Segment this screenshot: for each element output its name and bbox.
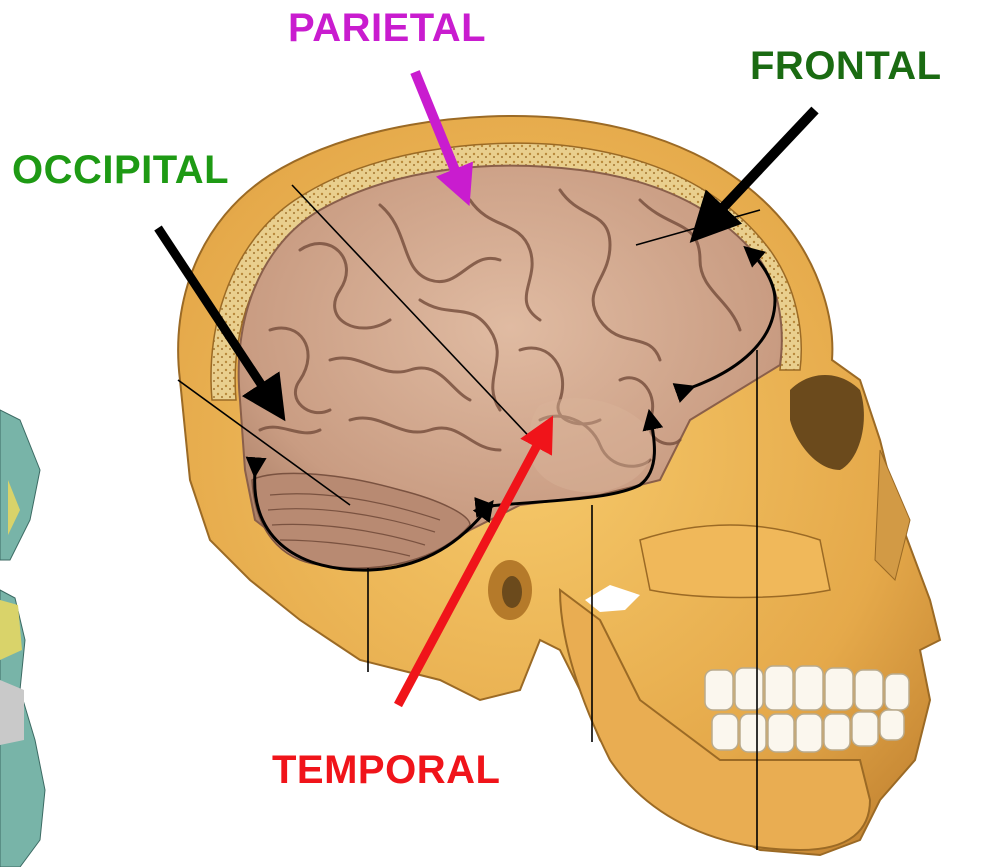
parietal-label: PARIETAL: [288, 8, 486, 48]
temporal-label: TEMPORAL: [272, 750, 500, 790]
frontal-label: FRONTAL: [750, 46, 942, 86]
occipital-label: OCCIPITAL: [12, 150, 229, 190]
left-edge-specimen: [0, 410, 45, 867]
